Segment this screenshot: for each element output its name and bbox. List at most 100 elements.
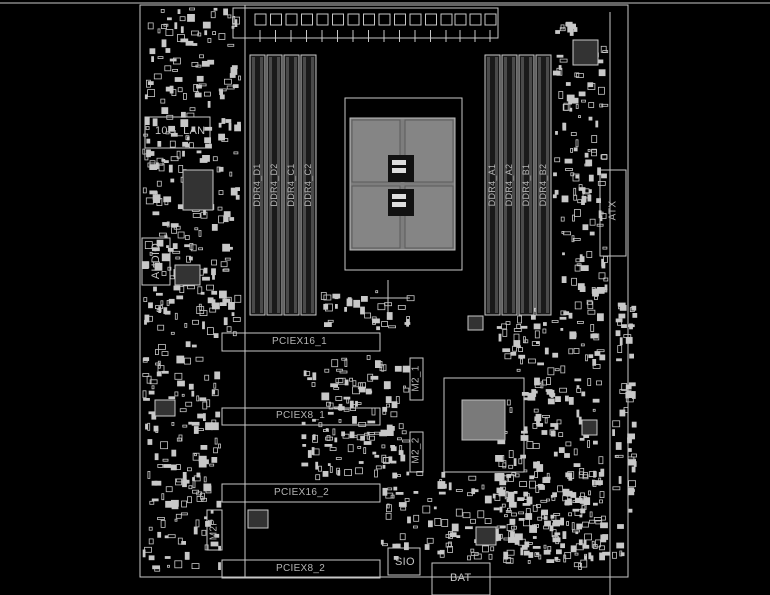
battery-holder[interactable] xyxy=(431,562,491,595)
component-pad xyxy=(570,147,573,153)
component-pad xyxy=(552,352,559,358)
component-pad xyxy=(506,507,511,512)
pcie-x16-2-slot[interactable] xyxy=(221,483,381,503)
component-pad xyxy=(218,122,222,128)
component-pad xyxy=(560,310,567,316)
dimm-slot[interactable] xyxy=(266,54,283,316)
dimm-slot[interactable] xyxy=(283,54,300,316)
pcie-x8-1-slot[interactable] xyxy=(221,407,381,426)
component-pad xyxy=(311,382,316,387)
component-pad xyxy=(185,143,190,148)
dimm-slot[interactable] xyxy=(249,54,266,316)
pcie-x16-1-slot[interactable] xyxy=(221,332,381,352)
component-pad xyxy=(151,247,160,252)
component-pad xyxy=(178,164,184,173)
component-pad xyxy=(148,390,155,395)
component-pad xyxy=(387,487,393,491)
component-pad xyxy=(560,216,565,222)
component-pad xyxy=(142,549,146,558)
component-pad xyxy=(234,19,238,28)
component-pad xyxy=(372,318,380,324)
component-pad xyxy=(600,468,605,477)
component-pad xyxy=(546,389,555,395)
component-pad xyxy=(186,467,192,472)
component-pad xyxy=(383,381,391,390)
dimm-slot[interactable] xyxy=(535,54,552,316)
component-pad xyxy=(592,288,599,297)
m2p-slot[interactable] xyxy=(206,509,223,551)
m2-1-slot[interactable] xyxy=(409,357,424,401)
component-pad xyxy=(399,445,403,451)
component-pad xyxy=(196,428,204,432)
component-pad xyxy=(574,209,581,217)
component-pad xyxy=(600,522,608,529)
component-pad xyxy=(596,198,601,204)
component-pad xyxy=(397,474,401,478)
dimm-slot[interactable] xyxy=(484,54,501,316)
component-pad xyxy=(601,153,608,160)
component-pad xyxy=(204,516,207,520)
vrm-choke xyxy=(440,13,453,26)
component-pad xyxy=(590,324,595,332)
component-pad xyxy=(364,312,372,319)
dimm-slot[interactable] xyxy=(300,54,317,316)
component-pad xyxy=(575,174,580,179)
component-pad xyxy=(211,419,217,425)
component-pad xyxy=(144,94,148,100)
component-pad xyxy=(156,309,162,312)
component-pad xyxy=(207,38,212,43)
component-pad xyxy=(177,537,183,545)
pcie-x8-2-slot[interactable] xyxy=(221,559,381,579)
component-pad xyxy=(612,420,621,428)
component-pad xyxy=(508,450,514,459)
component-pad xyxy=(379,432,388,437)
component-pad xyxy=(194,92,202,98)
component-pad xyxy=(145,79,151,88)
component-pad xyxy=(198,455,207,464)
component-pad xyxy=(456,535,461,538)
component-pad xyxy=(200,291,205,295)
component-pad xyxy=(163,196,172,203)
component-pad xyxy=(357,445,362,449)
dimm-slot[interactable] xyxy=(501,54,518,316)
component-pad xyxy=(598,86,605,95)
m2-2-slot[interactable] xyxy=(409,431,424,473)
dimm-slot[interactable] xyxy=(518,54,535,316)
atx-connector[interactable] xyxy=(599,169,627,257)
component-pad xyxy=(569,30,574,36)
component-pad xyxy=(363,441,372,445)
component-pad xyxy=(193,526,198,535)
chipset-die xyxy=(461,399,506,441)
component-pad xyxy=(523,397,530,401)
component-pad xyxy=(625,384,632,390)
component-pad xyxy=(513,490,518,494)
component-pad xyxy=(145,197,154,205)
dimm-label-1: DDR4_D1 xyxy=(252,163,262,207)
component-pad xyxy=(507,491,515,499)
component-pad xyxy=(533,323,541,330)
component-pad xyxy=(151,56,155,62)
component-pad xyxy=(488,553,493,560)
component-pad xyxy=(564,453,570,458)
component-pad xyxy=(214,533,220,538)
component-pad xyxy=(594,296,598,300)
component-pad xyxy=(398,502,407,507)
component-pad xyxy=(155,162,159,170)
component-pad xyxy=(214,437,218,445)
component-pad xyxy=(591,149,597,157)
component-pad xyxy=(352,380,357,387)
component-pad xyxy=(164,535,169,539)
component-pad xyxy=(573,448,578,456)
component-pad xyxy=(327,319,334,323)
component-pad xyxy=(582,224,589,231)
component-pad xyxy=(542,477,551,484)
component-pad xyxy=(599,491,605,499)
component-pad xyxy=(547,367,555,376)
component-pad xyxy=(535,413,542,417)
component-pad xyxy=(563,231,571,236)
component-pad xyxy=(167,266,172,271)
component-pad xyxy=(382,457,390,463)
component-pad xyxy=(157,140,162,147)
component-pad xyxy=(534,330,540,339)
